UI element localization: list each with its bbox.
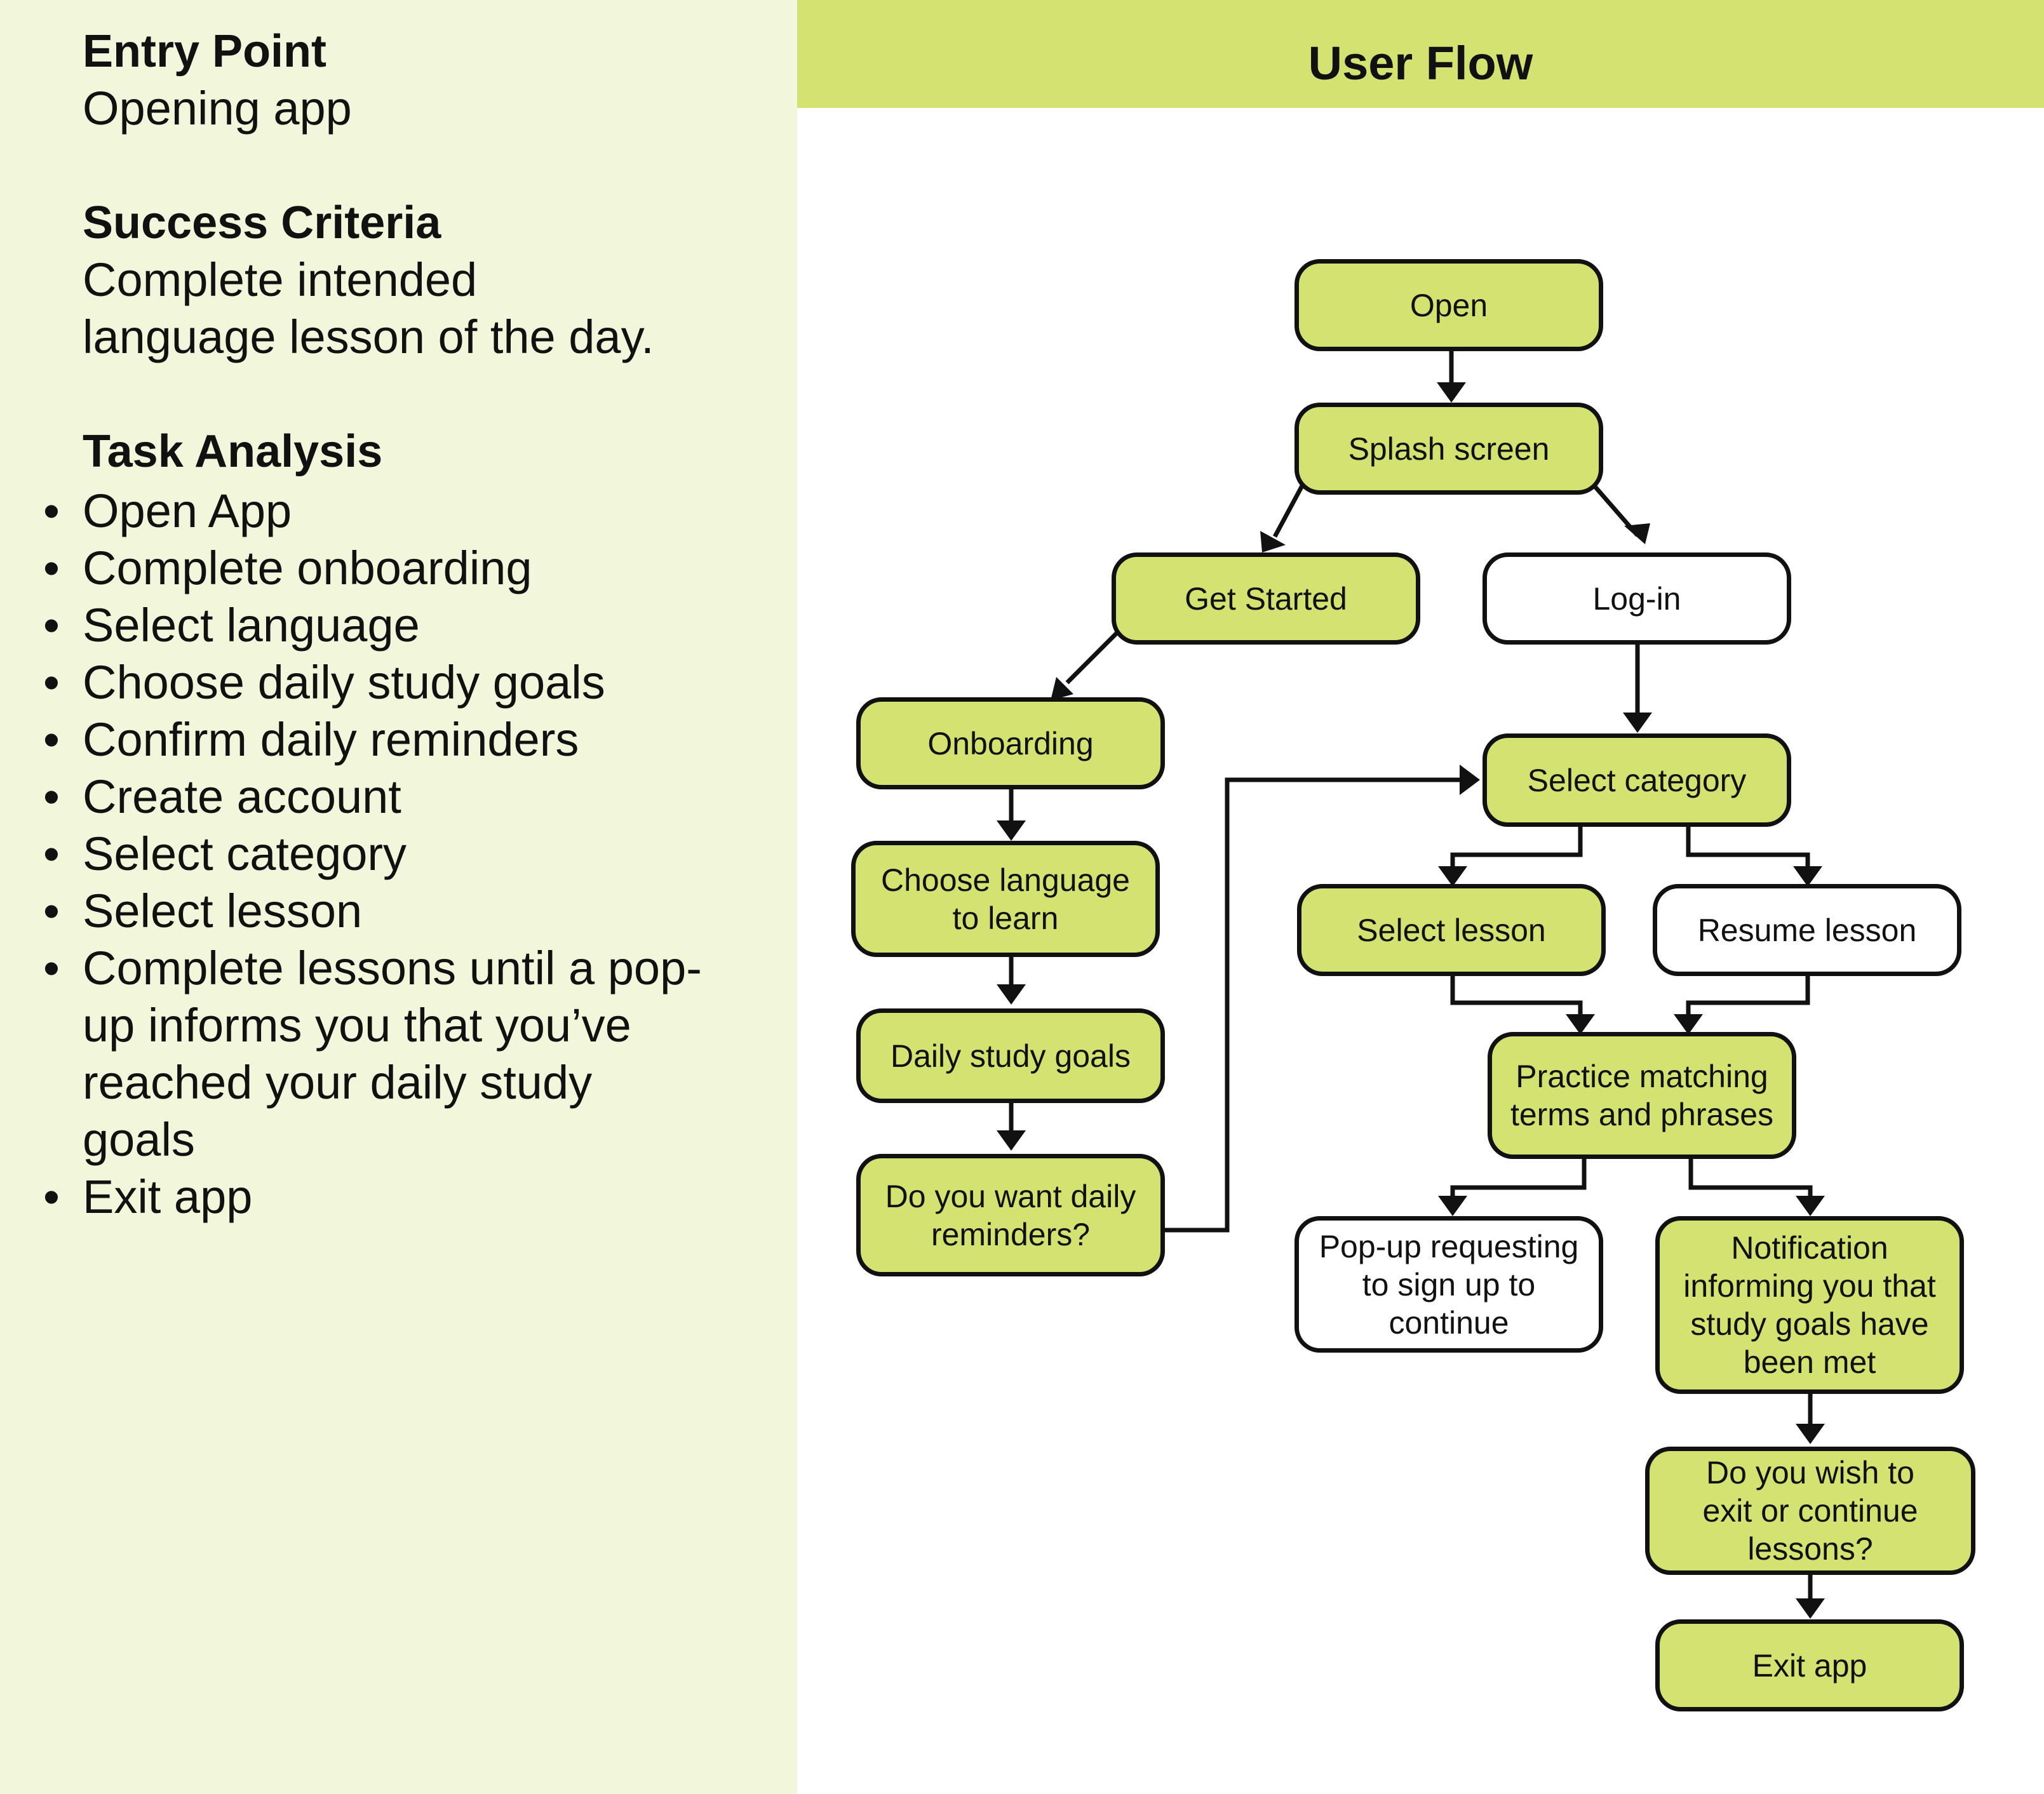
connector-practice-notification: [1688, 1159, 1813, 1198]
connector-splash-getstarted: [1272, 485, 1305, 538]
arrowhead-exitcontinue-exitapp: [1796, 1598, 1825, 1619]
connector-getstarted-onboarding: [1065, 630, 1120, 685]
bullet-icon: •: [43, 713, 60, 766]
task-text: goals: [83, 1113, 195, 1166]
task-item: • Select category: [43, 826, 781, 883]
arrowhead-category-resume: [1793, 866, 1822, 887]
entry-point-heading: Entry Point: [83, 26, 327, 77]
node-exit-or-continue: Do you wish to exit or continue lessons?: [1645, 1447, 1975, 1575]
arrowhead-goals-reminders: [997, 1130, 1026, 1151]
task-text: Select language: [83, 599, 420, 652]
arrowhead-category-selectlesson: [1438, 866, 1467, 887]
task-text: Choose daily study goals: [83, 656, 605, 709]
bullet-icon: •: [43, 656, 60, 709]
bullet-icon: •: [43, 827, 60, 880]
node-daily-study-goals: Daily study goals: [856, 1008, 1165, 1103]
arrowhead-selectlesson-practice: [1566, 1014, 1595, 1034]
task-item-continued: reached your daily study: [83, 1054, 781, 1111]
bullet-icon: •: [43, 1170, 60, 1223]
task-analysis-heading: Task Analysis: [83, 426, 383, 477]
node-choose-language: Choose language to learn: [851, 841, 1160, 957]
task-item: • Open App: [43, 483, 781, 540]
bullet-icon: •: [43, 485, 60, 537]
node-get-started: Get Started: [1112, 552, 1420, 645]
task-text: Exit app: [83, 1170, 253, 1223]
task-item: • Select language: [43, 597, 781, 654]
node-notification-goals-met: Notification informing you that study go…: [1655, 1216, 1964, 1394]
task-text: Select lesson: [83, 885, 363, 937]
bullet-icon: •: [43, 942, 60, 994]
node-splash-screen: Splash screen: [1294, 403, 1603, 495]
task-panel: Entry Point Opening app Success Criteria…: [0, 0, 797, 1794]
task-text: Complete lessons until a pop-: [83, 942, 702, 994]
node-log-in: Log-in: [1483, 552, 1791, 645]
arrowhead-onboarding-language: [997, 820, 1026, 841]
task-text: Confirm daily reminders: [83, 713, 579, 766]
task-text: Complete onboarding: [83, 542, 532, 594]
arrowhead-reminders-category: [1460, 765, 1480, 795]
bullet-icon: •: [43, 599, 60, 652]
success-criteria-heading: Success Criteria: [83, 197, 441, 248]
connector-category-resume: [1686, 827, 1810, 868]
task-item-continued: goals: [83, 1111, 781, 1168]
task-item: • Complete onboarding: [43, 540, 781, 597]
node-open: Open: [1294, 259, 1603, 351]
arrowhead-getstarted-onboarding: [1051, 677, 1073, 700]
arrowhead-practice-notification: [1796, 1196, 1825, 1216]
task-text: Open App: [83, 485, 292, 537]
node-onboarding: Onboarding: [856, 697, 1165, 789]
bullet-icon: •: [43, 542, 60, 594]
task-text: up informs you that you’ve: [83, 999, 631, 1052]
bullet-icon: •: [43, 770, 60, 823]
node-select-lesson: Select lesson: [1297, 884, 1606, 976]
bullet-icon: •: [43, 885, 60, 937]
arrowhead-login-category: [1623, 713, 1652, 733]
arrowhead-resume-practice: [1674, 1014, 1703, 1034]
task-item: • Create account: [43, 768, 781, 826]
connector-category-selectlesson: [1450, 827, 1583, 868]
task-item: • Confirm daily reminders: [43, 711, 781, 768]
arrowhead-splash-getstarted: [1260, 531, 1286, 552]
node-exit-app: Exit app: [1655, 1619, 1964, 1711]
task-item: • Exit app: [43, 1168, 781, 1226]
connector-selectlesson-practice: [1450, 976, 1583, 1016]
arrowhead-notification-exitcontinue: [1796, 1424, 1825, 1444]
task-item: • Select lesson: [43, 883, 781, 940]
user-flow-header: User Flow: [797, 0, 2044, 108]
arrowhead-splash-login: [1624, 523, 1650, 544]
connector-practice-popup: [1450, 1159, 1587, 1198]
node-daily-reminders: Do you want daily reminders?: [856, 1154, 1165, 1276]
node-select-category: Select category: [1483, 733, 1791, 827]
arrowhead-open-splash: [1437, 382, 1466, 403]
user-flow-title: User Flow: [1308, 37, 1533, 90]
entry-point-text: Opening app: [83, 82, 352, 135]
task-text: Create account: [83, 770, 401, 823]
connector-resume-practice: [1686, 976, 1810, 1016]
node-resume-lesson: Resume lesson: [1653, 884, 1961, 976]
task-text: reached your daily study: [83, 1056, 593, 1109]
connector-reminders-category: [1164, 777, 1460, 1233]
task-list: • Open App • Complete onboarding • Select l…: [43, 483, 781, 1226]
task-item: • Complete lessons until a pop-: [43, 940, 781, 997]
task-text: Select category: [83, 827, 407, 880]
node-popup-sign-up: Pop-up requesting to sign up to continue: [1294, 1216, 1603, 1353]
success-criteria-line-1: Complete intended: [83, 253, 478, 306]
task-item: • Choose daily study goals: [43, 654, 781, 711]
arrowhead-practice-popup: [1438, 1196, 1467, 1216]
arrowhead-language-goals: [997, 984, 1026, 1005]
task-item-continued: up informs you that you’ve: [83, 997, 781, 1054]
success-criteria-line-2: language lesson of the day.: [83, 311, 654, 363]
node-practice-matching: Practice matching terms and phrases: [1488, 1032, 1796, 1159]
